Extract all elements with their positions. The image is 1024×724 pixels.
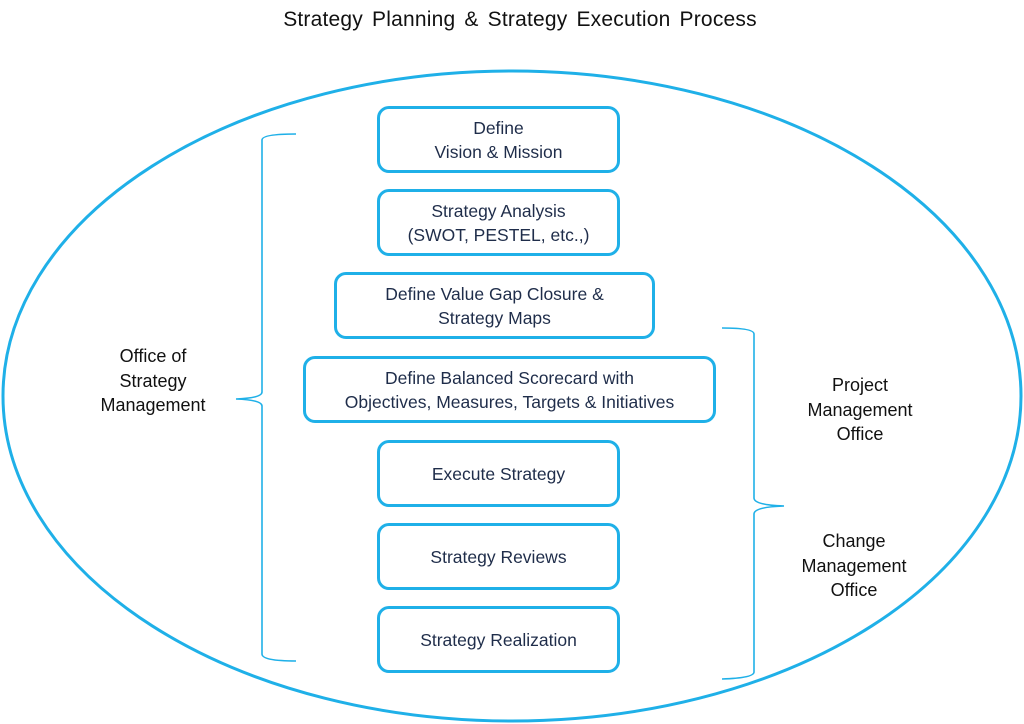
step-execute-strategy: Execute Strategy xyxy=(377,440,620,507)
step-strategy-analysis: Strategy Analysis (SWOT, PESTEL, etc.,) xyxy=(377,189,620,256)
office-of-strategy-management-label: Office of Strategy Management xyxy=(100,346,206,415)
step-balanced-scorecard: Define Balanced Scorecard with Objective… xyxy=(303,356,716,423)
project-management-office-label: Project Management Office xyxy=(807,375,913,444)
change-management-office-label: Change Management Office xyxy=(801,531,907,600)
step-strategy-realization: Strategy Realization xyxy=(377,606,620,673)
left-brace xyxy=(235,133,297,662)
step-strategy-reviews: Strategy Reviews xyxy=(377,523,620,590)
outer-ellipse xyxy=(1,69,1023,723)
right-brace xyxy=(721,327,785,680)
step-value-gap-closure: Define Value Gap Closure & Strategy Maps xyxy=(334,272,655,339)
step-define-vision-mission: Define Vision & Mission xyxy=(377,106,620,173)
page-title: Strategy Planning & Strategy Execution P… xyxy=(283,8,757,31)
